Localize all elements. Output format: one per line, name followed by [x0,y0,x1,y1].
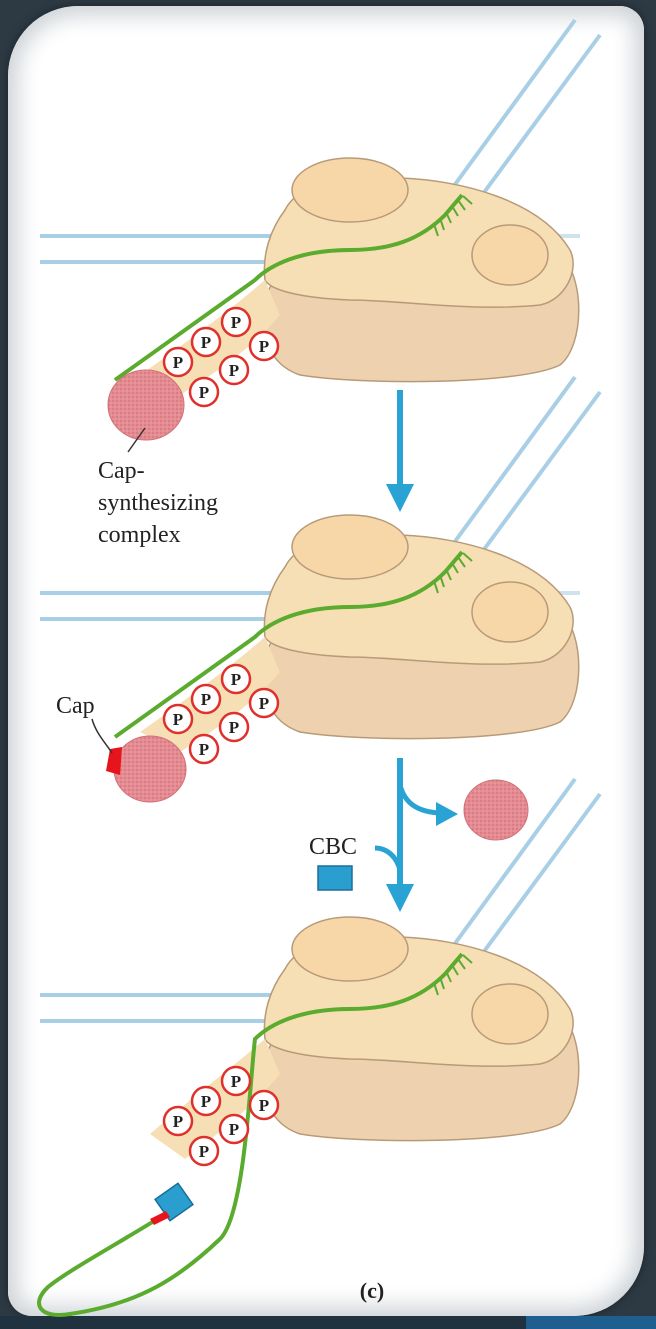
phosphate-label: P [173,353,183,372]
cap-complex-label-1: Cap- [98,458,145,484]
phosphate-label: P [259,694,269,713]
phosphate-label: P [173,710,183,729]
cap-marker [106,747,122,775]
phosphate-label: P [201,333,211,352]
phosphate-label: P [199,383,209,402]
arrow-down-1 [386,390,414,512]
cap-complex-label-2: synthesizing [98,490,218,516]
arrow-down-2 [375,758,458,912]
phosphate-label: P [229,361,239,380]
phosphate-label: P [201,1092,211,1111]
cap-bound [150,1211,170,1225]
phosphate-label: P [231,313,241,332]
phosphate-label: P [201,690,211,709]
phosphate-label: P [231,670,241,689]
cbc-square [318,866,352,890]
phosphate-label: P [173,1112,183,1131]
panel-label: (c) [360,1278,384,1303]
cap-label: Cap [56,693,95,719]
phosphate-label: P [229,718,239,737]
phosphate-label: P [229,1120,239,1139]
phosphate-label: P [199,1142,209,1161]
cap-synthesizing-complex [108,370,184,440]
phosphate-label: P [231,1072,241,1091]
panel-2: P P P P P P Cap [40,377,600,802]
phosphate-label: P [199,740,209,759]
phosphate-label: P [259,337,269,356]
cbc-label: CBC [309,834,357,860]
panel-1: P P P P P P Cap- synthesizing complex [40,20,600,548]
cap-complex-label-3: complex [98,522,181,548]
phosphate-label: P [259,1096,269,1115]
released-cap-complex [464,780,528,840]
cap-synthesizing-complex [114,736,186,802]
